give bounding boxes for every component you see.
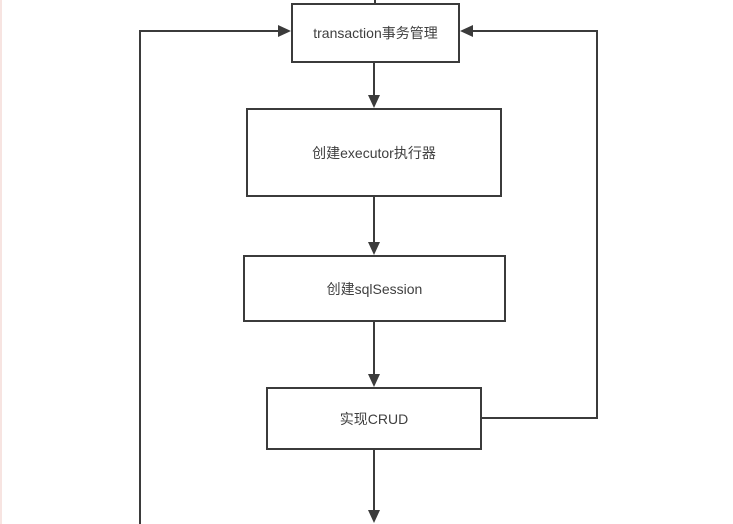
- connector-crud-to-bottom: [368, 450, 380, 523]
- arrowhead-down-icon: [368, 374, 380, 387]
- connector-left-loop-to-transaction: [139, 25, 291, 524]
- node-transaction-label: transaction事务管理: [313, 25, 438, 41]
- connector-crud-loop-to-transaction: [460, 25, 598, 419]
- node-crud-label: 实现CRUD: [339, 410, 409, 427]
- node-sqlsession-label: 创建sqlSession: [326, 280, 423, 297]
- connector-transaction-to-executor: [368, 63, 380, 108]
- arrowhead-down-icon: [368, 510, 380, 523]
- node-crud: 实现CRUD: [266, 387, 482, 450]
- node-executor: 创建executor执行器: [246, 108, 502, 197]
- node-executor-label: 创建executor执行器: [312, 144, 436, 161]
- arrowhead-right-icon: [278, 25, 291, 37]
- node-sqlsession: 创建sqlSession: [243, 255, 506, 322]
- left-edge-accent-strip: [0, 0, 2, 524]
- arrowhead-down-icon: [368, 242, 380, 255]
- connector-sqlsession-to-crud: [368, 322, 380, 387]
- connector-executor-to-sqlsession: [368, 197, 380, 255]
- arrowhead-down-icon: [368, 95, 380, 108]
- arrowhead-left-icon: [460, 25, 473, 37]
- node-transaction: transaction事务管理: [291, 3, 460, 63]
